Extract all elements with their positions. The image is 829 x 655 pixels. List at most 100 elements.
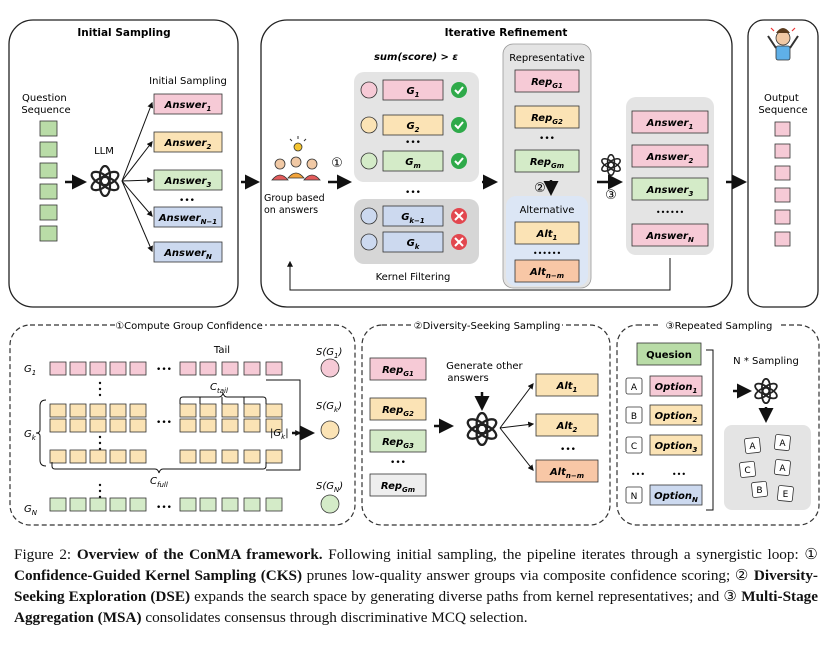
initial-answer-4-label: AnswerN−1 — [158, 213, 217, 226]
question-sequence — [39, 120, 58, 242]
div-rep-4: RepGm — [369, 473, 427, 497]
top-rep-1: RepG1 — [514, 69, 580, 93]
opt-dots-2: ••• — [672, 470, 686, 479]
out-answer-3-label: Answer3 — [646, 185, 694, 198]
div-alt-2: Alt2 — [535, 413, 599, 437]
div-alt-1-label: Alt1 — [556, 381, 578, 394]
conf-dots-2: ••• — [156, 418, 172, 428]
generate-label: Generate other answers — [446, 361, 526, 384]
token-cell — [265, 449, 283, 464]
s-g1-circle — [320, 358, 340, 378]
score-formula: sum(score) > ε — [374, 52, 458, 63]
token-cell — [109, 449, 127, 464]
s-gk-label: S(Gk) — [316, 401, 342, 414]
sampled-answer: E — [777, 485, 794, 502]
div-alt-1: Alt1 — [535, 373, 599, 397]
div-rep-4-label: RepGm — [381, 481, 415, 494]
token-cell — [89, 418, 107, 433]
top-alt-1: Alt1 — [514, 221, 580, 245]
gk-abs-label: |Gk| — [270, 428, 289, 441]
group-4: Gk−1 — [382, 205, 444, 227]
group-5-label: Gk — [407, 238, 421, 251]
token-cell — [265, 418, 283, 433]
group-dot — [360, 152, 378, 170]
token-cell — [89, 497, 107, 512]
token-cell — [49, 403, 67, 418]
token-cell — [221, 497, 239, 512]
initial-answer-3: Answer3 — [153, 169, 223, 191]
svg-text:A: A — [779, 464, 786, 474]
group-1-label: G1 — [406, 86, 419, 99]
step1-marker: ① — [331, 156, 343, 171]
group-2: G2 — [382, 114, 444, 136]
caption-text-2: prunes low-quality answer groups via com… — [302, 567, 754, 584]
caption-dse: Diversity-Seeking Exploration (DSE) — [14, 567, 818, 605]
out-answer-4-label: AnswerN — [645, 231, 694, 244]
option-letter-box: N — [625, 486, 643, 504]
gk-label: Gk — [24, 429, 37, 442]
group-dot — [360, 233, 378, 251]
group-dot — [360, 81, 378, 99]
confidence-token-rows — [49, 361, 283, 512]
initial-answer-2-label: Answer2 — [164, 138, 212, 151]
alternative-title: Alternative — [520, 205, 575, 216]
token-cell — [243, 418, 261, 433]
group-3-label: Gm — [405, 157, 421, 170]
token-cell — [49, 418, 67, 433]
out-answer-2: Answer2 — [631, 144, 709, 168]
opt-dots-1: ••• — [631, 470, 645, 479]
caption-msa: Multi-Stage Aggregation (MSA) — [14, 588, 819, 626]
s-gk-circle — [320, 420, 340, 440]
step2-marker: ② — [534, 181, 546, 196]
conf-dots-1: ••• — [156, 365, 172, 375]
token-cell — [49, 361, 67, 376]
option-3-label: Option3 — [655, 441, 698, 454]
top-rep-3-label: RepGm — [530, 157, 564, 170]
option-2: Option2 — [649, 404, 703, 426]
conf-dots-3: ••• — [156, 503, 172, 513]
token-cell — [243, 449, 261, 464]
question-label: Quesion — [646, 350, 692, 361]
check-icon — [451, 117, 467, 133]
svg-text:E: E — [783, 490, 789, 500]
initial-answer-3-label: Answer3 — [164, 176, 212, 189]
top-alt-2: Altn−m — [514, 259, 580, 283]
initial-sampling-label: Initial Sampling — [149, 76, 227, 87]
token-cell — [243, 497, 261, 512]
option-letter: A — [631, 383, 638, 393]
tail-label: Tail — [213, 345, 230, 356]
sampled-answer: B — [751, 481, 768, 498]
conf-vdots — [98, 381, 102, 499]
div-rep-1-label: RepG1 — [382, 365, 414, 378]
output-panel — [747, 19, 819, 308]
div-rep-1: RepG1 — [369, 357, 427, 381]
alt-dots: •••••• — [533, 249, 561, 258]
sampled-answer: A — [774, 459, 791, 476]
c-tail-ticks — [199, 397, 245, 404]
out-answer-1: Answer1 — [631, 110, 709, 134]
conf-merge-arrows — [266, 379, 301, 471]
options-bracket — [706, 349, 714, 511]
group-3: Gm — [382, 150, 444, 172]
token-cell — [109, 403, 127, 418]
rep-dots: ••• — [539, 134, 555, 144]
token-cell — [199, 497, 217, 512]
token-cell — [49, 497, 67, 512]
out-answer-4: AnswerN — [631, 223, 709, 247]
sampled-answer: C — [739, 461, 756, 478]
token-cell — [179, 361, 197, 376]
initial-answer-2: Answer2 — [153, 131, 223, 153]
sampled-answers-panel — [724, 425, 811, 510]
output-sequence — [774, 121, 791, 247]
loop-back-arrow — [287, 258, 671, 291]
token-cell — [221, 403, 239, 418]
token-cell — [109, 497, 127, 512]
option-letter: N — [631, 492, 638, 502]
token-cell — [129, 403, 147, 418]
top-rep-2-label: RepG2 — [531, 113, 563, 126]
caption-text-4: consolidates consensus through discrimin… — [141, 609, 528, 626]
